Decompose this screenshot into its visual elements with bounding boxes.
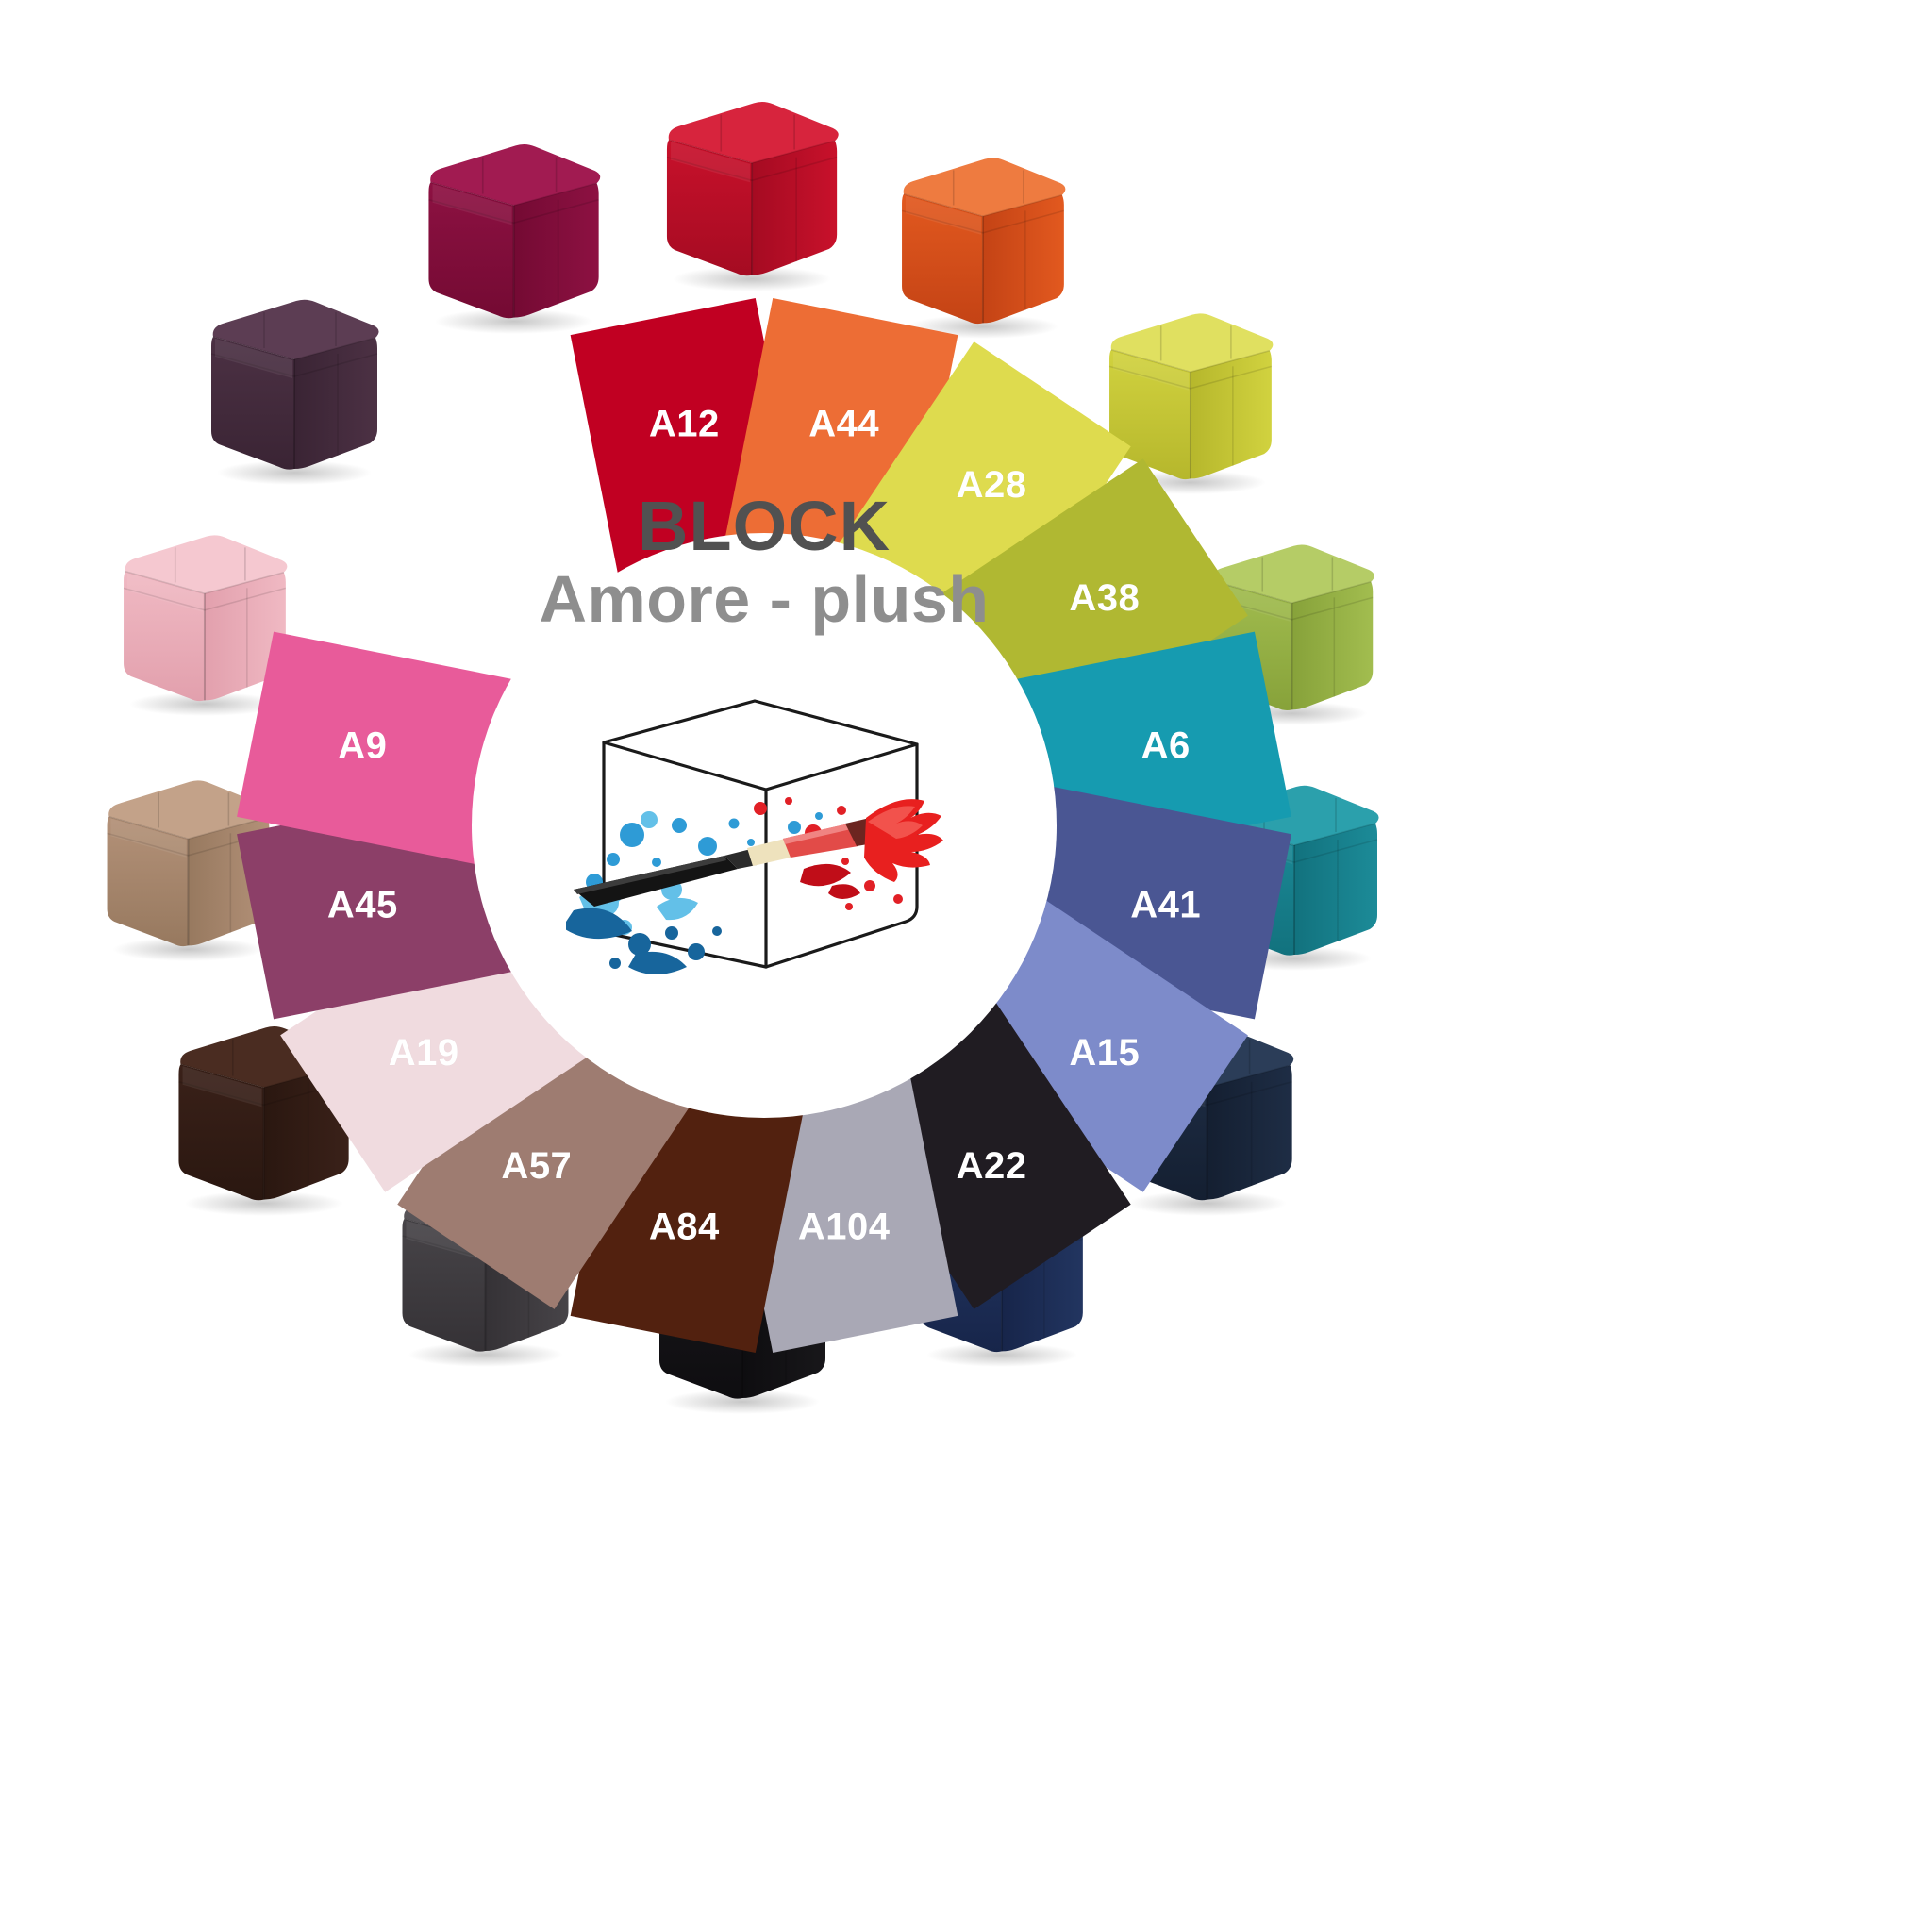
wheel-segment-label: A84 (648, 1206, 720, 1248)
wheel-segment-label: A19 (388, 1032, 459, 1074)
cube-illustration (428, 144, 601, 334)
cube-illustration (901, 158, 1066, 340)
wheel-segment-label: A6 (1141, 724, 1191, 767)
wheel-segment-label: A45 (326, 884, 398, 926)
cube-illustration (178, 1026, 351, 1216)
wheel-segment-label: A9 (338, 724, 388, 767)
wheel-segment-label: A41 (1130, 884, 1202, 926)
product-cube-a45[interactable] (198, 288, 387, 486)
product-cube-a12[interactable] (651, 90, 849, 292)
wheel-segment-label: A28 (956, 464, 1027, 507)
wheel-segment-label: A38 (1069, 576, 1141, 619)
product-cube-a44[interactable] (887, 146, 1075, 340)
wheel-inner-circle (472, 533, 1057, 1118)
product-cube-a28[interactable] (1094, 302, 1283, 495)
product-cube-a84[interactable] (165, 1014, 358, 1217)
wheel-segment-label: A57 (501, 1144, 573, 1187)
cube-illustration (666, 102, 839, 291)
product-cube-a19[interactable] (108, 524, 297, 717)
cube-paintbrush-logo-icon (562, 684, 962, 1005)
cube-illustration (123, 535, 288, 717)
cube-illustration (210, 299, 379, 485)
product-cube-a9[interactable] (415, 132, 608, 335)
cube-illustration (1108, 313, 1274, 495)
